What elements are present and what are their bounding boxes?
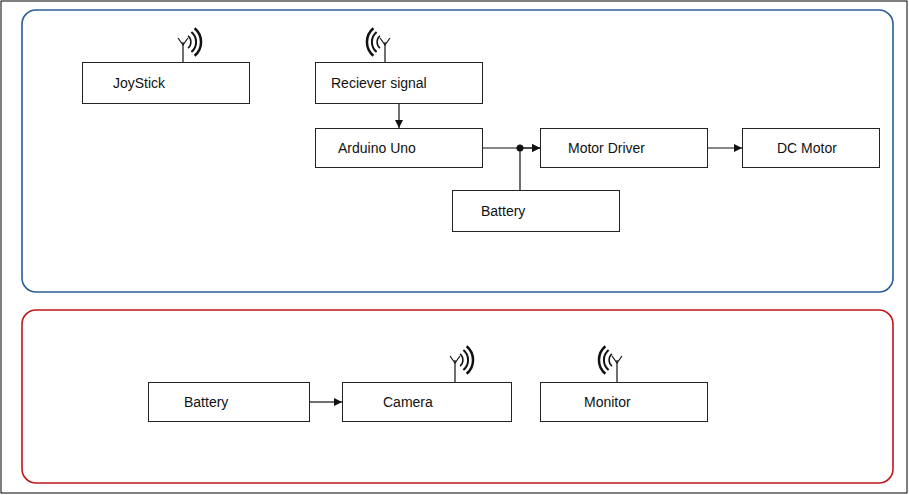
- group-outline: [22, 10, 893, 292]
- box-label: Arduino Uno: [338, 140, 416, 157]
- connector-arrow: [310, 401, 342, 402]
- process-box: Reciever signal: [315, 62, 483, 104]
- connector-arrow: [708, 147, 742, 148]
- antenna-symbol: [450, 346, 473, 382]
- box-label: Camera: [383, 394, 433, 411]
- process-box: JoyStick: [82, 62, 250, 104]
- antenna-symbol: [178, 28, 201, 62]
- box-label: Motor Driver: [568, 140, 645, 157]
- connector-arrow: [398, 104, 399, 128]
- box-label: Reciever signal: [331, 75, 427, 92]
- box-label: Battery: [481, 203, 525, 220]
- process-box: Camera: [342, 382, 512, 422]
- process-box: Battery: [452, 190, 620, 232]
- process-box: Motor Driver: [540, 128, 708, 168]
- connector-arrow: [520, 148, 540, 190]
- box-label: JoyStick: [113, 75, 165, 92]
- group-outline: [22, 310, 893, 483]
- antenna-symbol: [367, 28, 390, 62]
- antenna-symbol: [599, 346, 622, 382]
- box-label: Battery: [184, 394, 228, 411]
- process-box: Battery: [148, 382, 310, 422]
- box-label: DC Motor: [777, 140, 837, 157]
- process-box: DC Motor: [742, 128, 880, 168]
- process-box: Arduino Uno: [315, 128, 483, 168]
- process-box: Monitor: [540, 382, 708, 422]
- box-label: Monitor: [584, 394, 631, 411]
